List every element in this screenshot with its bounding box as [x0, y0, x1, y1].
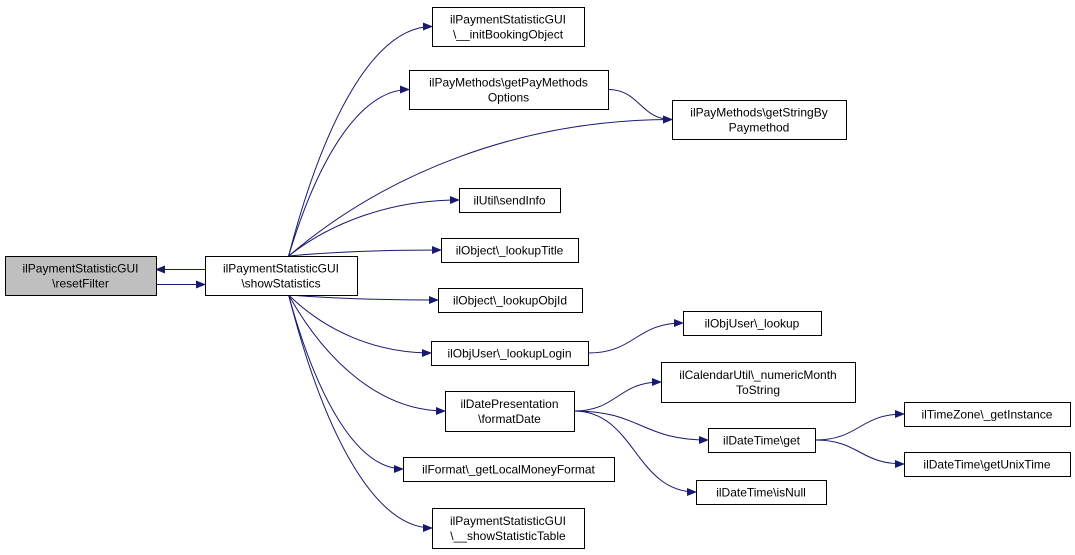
- node-label-line: ilPayMethods\getStringBy: [690, 106, 827, 120]
- node-label-line: ilPayMethods\getPayMethods: [429, 76, 588, 90]
- edge-get-pay-methods-options-to-get-string-by-paymethod: [607, 89, 673, 124]
- edge-lookup-login-to-lookup: [587, 319, 684, 354]
- nodes-layer: ilPaymentStatisticGUI\resetFilterilPayme…: [5, 7, 1071, 549]
- node-label-line: ilPaymentStatisticGUI: [22, 262, 138, 276]
- node-box: [683, 311, 822, 336]
- node-lookup-title[interactable]: ilObject\_lookupTitle: [441, 238, 579, 263]
- node-label-line: \__showStatisticTable: [450, 529, 566, 543]
- edge-show-statistics-to-init-booking-object: [288, 22, 433, 257]
- node-label-line: ilObject\_lookupObjId: [453, 294, 567, 308]
- node-label-line: ilUtil\sendInfo: [473, 194, 545, 208]
- node-label-line: ilPaymentStatisticGUI: [450, 514, 566, 528]
- node-label-line: ilPaymentStatisticGUI: [223, 262, 339, 276]
- node-label-line: ilCalendarUtil\_numericMonth: [679, 368, 836, 382]
- node-label-line: ilDateTime\get: [723, 434, 801, 448]
- node-lookup-obj-id[interactable]: ilObject\_lookupObjId: [438, 288, 583, 313]
- edge-date-time-get-to-get-unix-time: [814, 439, 905, 468]
- edges-layer: [155, 22, 905, 532]
- node-init-booking-object[interactable]: ilPaymentStatisticGUI\__initBookingObjec…: [432, 7, 585, 47]
- node-box: [403, 457, 615, 482]
- node-label-line: ilObjUser\_lookupLogin: [447, 347, 571, 361]
- node-label-line: ilFormat\_getLocalMoneyFormat: [422, 463, 595, 477]
- edge-show-statistics-to-show-statistic-table: [288, 294, 433, 532]
- node-label-line: \formatDate: [478, 412, 541, 426]
- edge-format-date-to-numeric-month-to-string: [573, 378, 662, 412]
- edge-format-date-to-date-time-is-null: [573, 410, 697, 496]
- node-box: [696, 480, 827, 505]
- node-box: [441, 238, 579, 263]
- node-box: [5, 256, 157, 296]
- node-box: [672, 100, 847, 140]
- node-label-line: Options: [488, 91, 529, 105]
- node-label-line: ilDateTime\getUnixTime: [923, 458, 1050, 472]
- node-box: [205, 256, 358, 296]
- node-box: [431, 341, 589, 366]
- edge-format-date-to-date-time-get: [573, 410, 709, 444]
- node-label-line: ilTimeZone\_getInstance: [922, 408, 1053, 422]
- node-label-line: ilPaymentStatisticGUI: [450, 13, 566, 27]
- node-reset-filter[interactable]: ilPaymentStatisticGUI\resetFilter: [5, 256, 157, 296]
- node-label-line: ilDateTime\isNull: [716, 486, 806, 500]
- node-show-statistic-table[interactable]: ilPaymentStatisticGUI\__showStatisticTab…: [432, 508, 585, 549]
- node-box: [459, 188, 561, 213]
- node-label-line: Paymethod: [729, 121, 790, 135]
- node-box: [409, 70, 609, 110]
- node-format-date[interactable]: ilDatePresentation\formatDate: [445, 391, 575, 432]
- node-box: [432, 508, 585, 549]
- node-get-unix-time[interactable]: ilDateTime\getUnixTime: [904, 452, 1071, 477]
- edge-show-statistics-to-send-info: [288, 196, 460, 257]
- edge-show-statistics-to-lookup-login: [288, 294, 432, 357]
- node-label-line: \showStatistics: [241, 277, 320, 291]
- node-box: [438, 288, 583, 313]
- node-label-line: \resetFilter: [52, 277, 109, 291]
- node-label-line: ToString: [736, 383, 780, 397]
- node-box: [432, 7, 585, 47]
- edge-show-statistics-to-format-date: [288, 294, 446, 415]
- edge-date-time-get-to-get-instance: [814, 410, 905, 441]
- edge-show-statistics-to-get-pay-methods-options: [288, 85, 410, 257]
- node-label-line: ilDatePresentation: [460, 397, 558, 411]
- node-box: [661, 362, 856, 403]
- node-box: [708, 428, 816, 453]
- node-box: [445, 391, 575, 432]
- edge-show-statistics-to-lookup-title: [288, 246, 442, 257]
- node-lookup-login[interactable]: ilObjUser\_lookupLogin: [431, 341, 589, 366]
- node-label-line: \__initBookingObject: [453, 28, 564, 42]
- edge-show-statistics-to-get-local-money-format: [288, 294, 404, 473]
- node-lookup[interactable]: ilObjUser\_lookup: [683, 311, 822, 336]
- node-show-statistics[interactable]: ilPaymentStatisticGUI\showStatistics: [205, 256, 358, 296]
- node-get-instance[interactable]: ilTimeZone\_getInstance: [904, 402, 1071, 427]
- node-get-local-money-format[interactable]: ilFormat\_getLocalMoneyFormat: [403, 457, 615, 482]
- node-box: [904, 452, 1071, 477]
- node-label-line: ilObject\_lookupTitle: [456, 244, 564, 258]
- node-box: [904, 402, 1071, 427]
- node-send-info[interactable]: ilUtil\sendInfo: [459, 188, 561, 213]
- edge-show-statistics-to-get-string-by-paymethod: [288, 115, 673, 257]
- node-date-time-get[interactable]: ilDateTime\get: [708, 428, 816, 453]
- node-label-line: ilObjUser\_lookup: [705, 317, 800, 331]
- node-date-time-is-null[interactable]: ilDateTime\isNull: [696, 480, 827, 505]
